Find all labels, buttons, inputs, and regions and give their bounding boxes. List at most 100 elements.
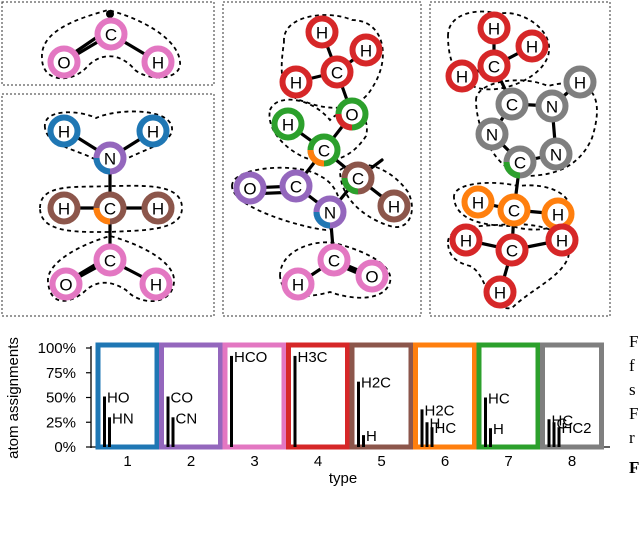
assignment-bar [420,409,424,447]
atom-ring [49,267,83,301]
atom-h: H [271,107,305,141]
x-axis-label: type [329,470,357,487]
atom-symbol: C [352,170,364,189]
atom-symbol: C [508,202,520,221]
atom-ring [279,169,313,203]
atom-symbol: H [552,206,564,225]
atom-ring [477,11,511,45]
bar-label: HC [435,420,457,437]
molecule-panel-frame [1,93,215,317]
atom-group-outline [41,9,181,80]
atom-ring [93,243,127,277]
atom-ring [495,87,529,121]
assignment-bar [357,381,360,447]
y-tick-label: 50% [46,390,76,407]
atom-c: C [495,87,529,121]
atom-symbol: H [388,198,400,217]
atom-ring [141,191,175,225]
atom-ring [535,89,569,123]
atom-o: O [49,267,83,301]
atom-assignment-chart: 0%25%50%75%100%atom assignmentstypeHOHN1… [5,337,610,487]
atom-symbol: H [152,200,164,219]
atom-symbol: O [365,268,378,287]
atom-c: C [279,169,313,203]
atom-symbol: H [58,123,70,142]
atom-ring [483,275,517,309]
atom-symbol: H [152,54,164,73]
bar-label: H3C [298,349,328,366]
y-tick-label: 0% [54,439,76,456]
atom-h: H [281,267,315,301]
assignment-bar [489,428,492,447]
atom-ring [497,193,531,227]
atom-h: H [141,191,175,225]
atom-h: H [515,29,549,63]
atom-ring-secondary [341,177,359,195]
atom-ring [281,267,315,301]
bar-label: HN [112,410,134,427]
type-box [159,342,223,450]
atom-n: N [535,89,569,123]
atom-symbol: H [472,194,484,213]
atom-n: N [93,141,127,175]
atom-symbol: H [316,24,328,43]
assignment-bar [547,419,551,447]
bar-label: H [430,415,441,432]
atom-symbol: H [292,276,304,295]
atom-h: H [477,11,511,45]
atom-symbol: N [104,150,116,169]
atom-group-outline [475,79,598,177]
atom-symbol: O [243,180,256,199]
caption-letter: F [629,404,639,423]
caption-letter: s [629,380,636,399]
molecule-panel-frame [1,1,215,86]
atom-ring [47,45,81,79]
atom-symbol: H [574,74,586,93]
atom-symbol: H [526,38,538,57]
atom-symbol: N [550,146,562,165]
atom-ring [449,223,483,257]
assignment-bar [103,396,106,447]
atom-ring [47,191,81,225]
atom-h: H [449,223,483,257]
atom-symbol: C [331,64,343,83]
atom-symbol: H [456,68,468,87]
atom-symbol: C [318,142,330,161]
atom-symbol: N [546,98,558,117]
assignment-bar [293,355,297,447]
type-box [540,342,604,450]
atom-ring [545,223,579,257]
atom-ring [136,114,170,148]
bar-label: HC [552,412,574,429]
type-tick-label: 1 [123,453,131,470]
atom-symbol: C [105,26,117,45]
atom-group-outline [339,163,413,228]
y-tick-label: 75% [46,365,76,382]
atom-ring [94,17,128,51]
atom-symbol: C [290,178,302,197]
atom-c: C [477,49,511,83]
atom-c: C [320,55,354,89]
assignment-bar [166,396,170,447]
atom-group-outline [44,110,173,172]
atom-c: C [497,193,531,227]
atom-symbol: N [324,204,336,223]
type-tick-label: 3 [250,453,258,470]
atom-n: N [475,117,509,151]
atom-ring [279,65,313,99]
atom-symbol: H [290,74,302,93]
atom-symbol: H [556,232,568,251]
atom-symbol: C [104,252,116,271]
atom-ring [539,137,573,171]
caption-letter: f [629,356,635,375]
atom-ring [349,33,383,67]
atom-h: H [541,197,575,231]
type-box [286,342,350,450]
atom-h: H [349,33,383,67]
atom-symbol: H [494,284,506,303]
atom-ring-secondary [307,149,325,167]
type-tick-label: 5 [377,453,385,470]
atom-symbol: N [486,126,498,145]
type-box [95,342,160,450]
